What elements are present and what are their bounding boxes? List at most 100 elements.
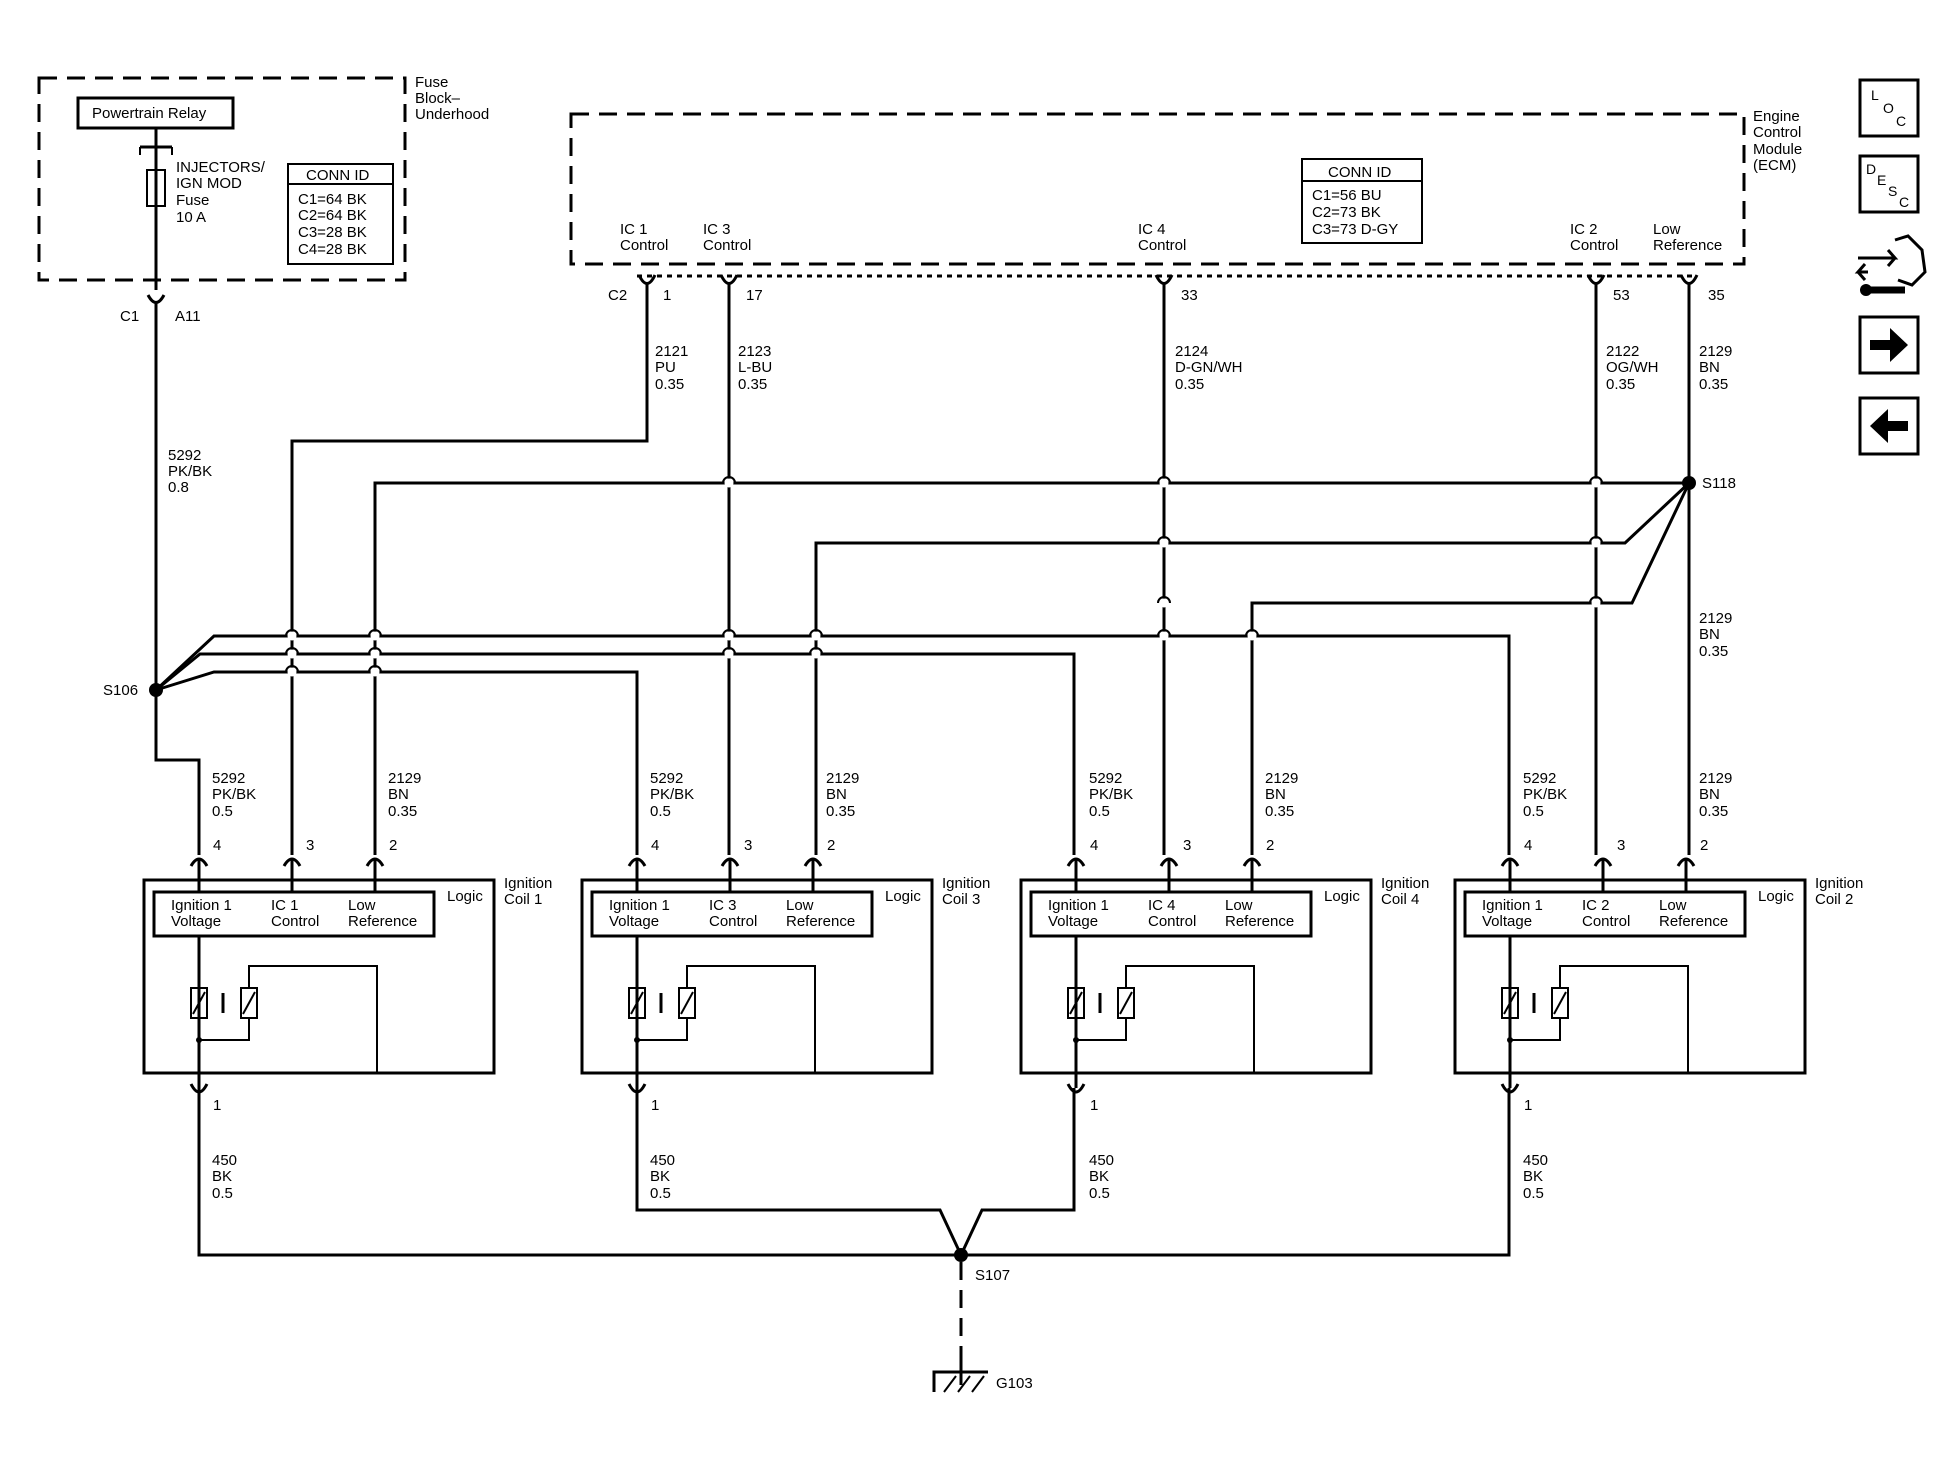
coil-pin-pin_voltage: 4 [213, 837, 221, 854]
coil-voltage-wire-1: 5292 [1523, 770, 1556, 787]
coil-lowref-label-2: Reference [1225, 913, 1294, 930]
ecm-connector-label: C2 [608, 287, 627, 304]
coil-pin-ground: 1 [213, 1097, 221, 1114]
ecm-pin-1: 1 [663, 287, 671, 304]
coil-lowref-wire-2: BN [1699, 786, 1720, 803]
wire-2123-3: 0.35 [738, 376, 767, 393]
connector-c1-label: C1 [120, 308, 139, 325]
ecm-term-ic2-2: Control [1570, 237, 1618, 254]
coil-lowref-wire-2: BN [1265, 786, 1286, 803]
coil-name-1: Ignition [1815, 875, 1863, 892]
ecm-pin-17: 17 [746, 287, 763, 304]
coil-lowref-wire-3: 0.35 [1265, 803, 1294, 820]
coil-lowref-wire-2: BN [826, 786, 847, 803]
coil-ground-wire-2: BK [1089, 1168, 1109, 1185]
ground-network [197, 1088, 1511, 1393]
coil-ground-wire-3: 0.5 [212, 1185, 233, 1202]
coil-ground-wire-3: 0.5 [1523, 1185, 1544, 1202]
coil-lowref-label-1: Low [348, 897, 376, 914]
splice-s107-label: S107 [975, 1267, 1010, 1284]
ecm-term-ic1-2: Control [620, 237, 668, 254]
wire-2121-2: PU [655, 359, 676, 376]
coil-ic-label-2: Control [1582, 913, 1630, 930]
coil-lowref-wire-1: 2129 [388, 770, 421, 787]
coil-ground-wire-3: 0.5 [1089, 1185, 1110, 1202]
coil-pin-ground: 1 [651, 1097, 659, 1114]
desc-icon[interactable]: D E S C [1858, 154, 1920, 214]
ecm-conn-id-1: C1=56 BU [1312, 187, 1382, 204]
coil-ground-wire-2: BK [1523, 1168, 1543, 1185]
splice-s106 [149, 683, 163, 697]
fuse-block-title-2: Block– [415, 90, 461, 107]
wire-2123-1: 2123 [738, 343, 771, 360]
ecm-title-1: Engine [1753, 108, 1800, 125]
fuse-conn-id-4: C4=28 BK [298, 241, 367, 258]
splice-s118-label: S118 [1702, 475, 1736, 492]
fuse-symbol [146, 169, 166, 207]
fuse-conn-id-box [287, 163, 394, 265]
coil-pin-pin_voltage: 4 [1090, 837, 1098, 854]
desc-icon-c: C [1899, 194, 1909, 210]
desc-icon-e: E [1877, 172, 1886, 188]
fuse-conn-id-2: C2=64 BK [298, 207, 367, 224]
wire-2124-3: 0.35 [1175, 376, 1204, 393]
fuse-conn-id-title: CONN ID [306, 167, 370, 184]
coil-ign-label-2: Voltage [171, 913, 221, 930]
ground-symbol [932, 1370, 988, 1392]
wire-ign-coil1 [154, 690, 201, 855]
coil-voltage-wire-1: 5292 [212, 770, 245, 787]
ecm-pin-35: 35 [1708, 287, 1725, 304]
feed-wire-2: PK/BK [168, 463, 212, 480]
coil-pin-pin_control: 3 [1183, 837, 1191, 854]
coil-name-1: Ignition [504, 875, 552, 892]
coil-winding [190, 987, 208, 1019]
ecm-term-lowref-2: Reference [1653, 237, 1722, 254]
service-tool-icon[interactable] [1854, 234, 1927, 296]
coil-ground-wire-2: BK [212, 1168, 232, 1185]
ecm-conn-id-2: C2=73 BK [1312, 204, 1381, 221]
coil-ic-label-2: Control [1148, 913, 1196, 930]
coil-lowref-wire-1: 2129 [1699, 770, 1732, 787]
coil-voltage-wire-3: 0.5 [650, 803, 671, 820]
wire-2122-1: 2122 [1606, 343, 1639, 360]
loc-icon-c: C [1896, 113, 1906, 129]
wire-2129-3: 0.35 [1699, 376, 1728, 393]
ecm-title-4: (ECM) [1753, 157, 1796, 174]
ecm-pin-53: 53 [1613, 287, 1630, 304]
coil-lowref-wire-2: BN [388, 786, 409, 803]
coil-voltage-wire-2: PK/BK [650, 786, 694, 803]
forward-arrow-icon[interactable] [1858, 315, 1920, 375]
coil-lowref-wire-3: 0.35 [388, 803, 417, 820]
coil-lowref-label-1: Low [786, 897, 814, 914]
coil-name-1: Ignition [1381, 875, 1429, 892]
s118-wire-1: 2129 [1699, 610, 1732, 627]
back-arrow-icon[interactable] [1858, 396, 1920, 456]
feed-wire-1: 5292 [168, 447, 201, 464]
coil-voltage-wire-3: 0.5 [212, 803, 233, 820]
coil-lowref-wire-1: 2129 [826, 770, 859, 787]
coil-ign-label-1: Ignition 1 [1048, 897, 1109, 914]
coil-name-2: Coil 3 [942, 891, 980, 908]
s118-wire-2: BN [1699, 626, 1720, 643]
coil-pin-pin_voltage: 4 [1524, 837, 1532, 854]
desc-icon-d: D [1866, 161, 1876, 177]
wire-ign-coil2 [154, 634, 1511, 855]
wire-lowref-coil1 [373, 481, 1689, 855]
coil-pin-pin_lowref: 2 [1266, 837, 1274, 854]
ecm-conn-id-box [1301, 158, 1423, 244]
coil-voltage-wire-3: 0.5 [1089, 803, 1110, 820]
coil-pin-pin_lowref: 2 [389, 837, 397, 854]
wire-2124-1: 2124 [1175, 343, 1208, 360]
ecm-term-ic4-2: Control [1138, 237, 1186, 254]
loc-icon[interactable]: L O C [1858, 78, 1920, 138]
coil-ign-label-2: Voltage [1482, 913, 1532, 930]
wire-2123-2: L-BU [738, 359, 772, 376]
ecm-term-ic3-2: Control [703, 237, 751, 254]
coil-lowref-label-2: Reference [786, 913, 855, 930]
fuse-conn-id-1: C1=64 BK [298, 191, 367, 208]
coil-pin-pin_voltage: 4 [651, 837, 659, 854]
loc-icon-l: L [1871, 87, 1879, 103]
